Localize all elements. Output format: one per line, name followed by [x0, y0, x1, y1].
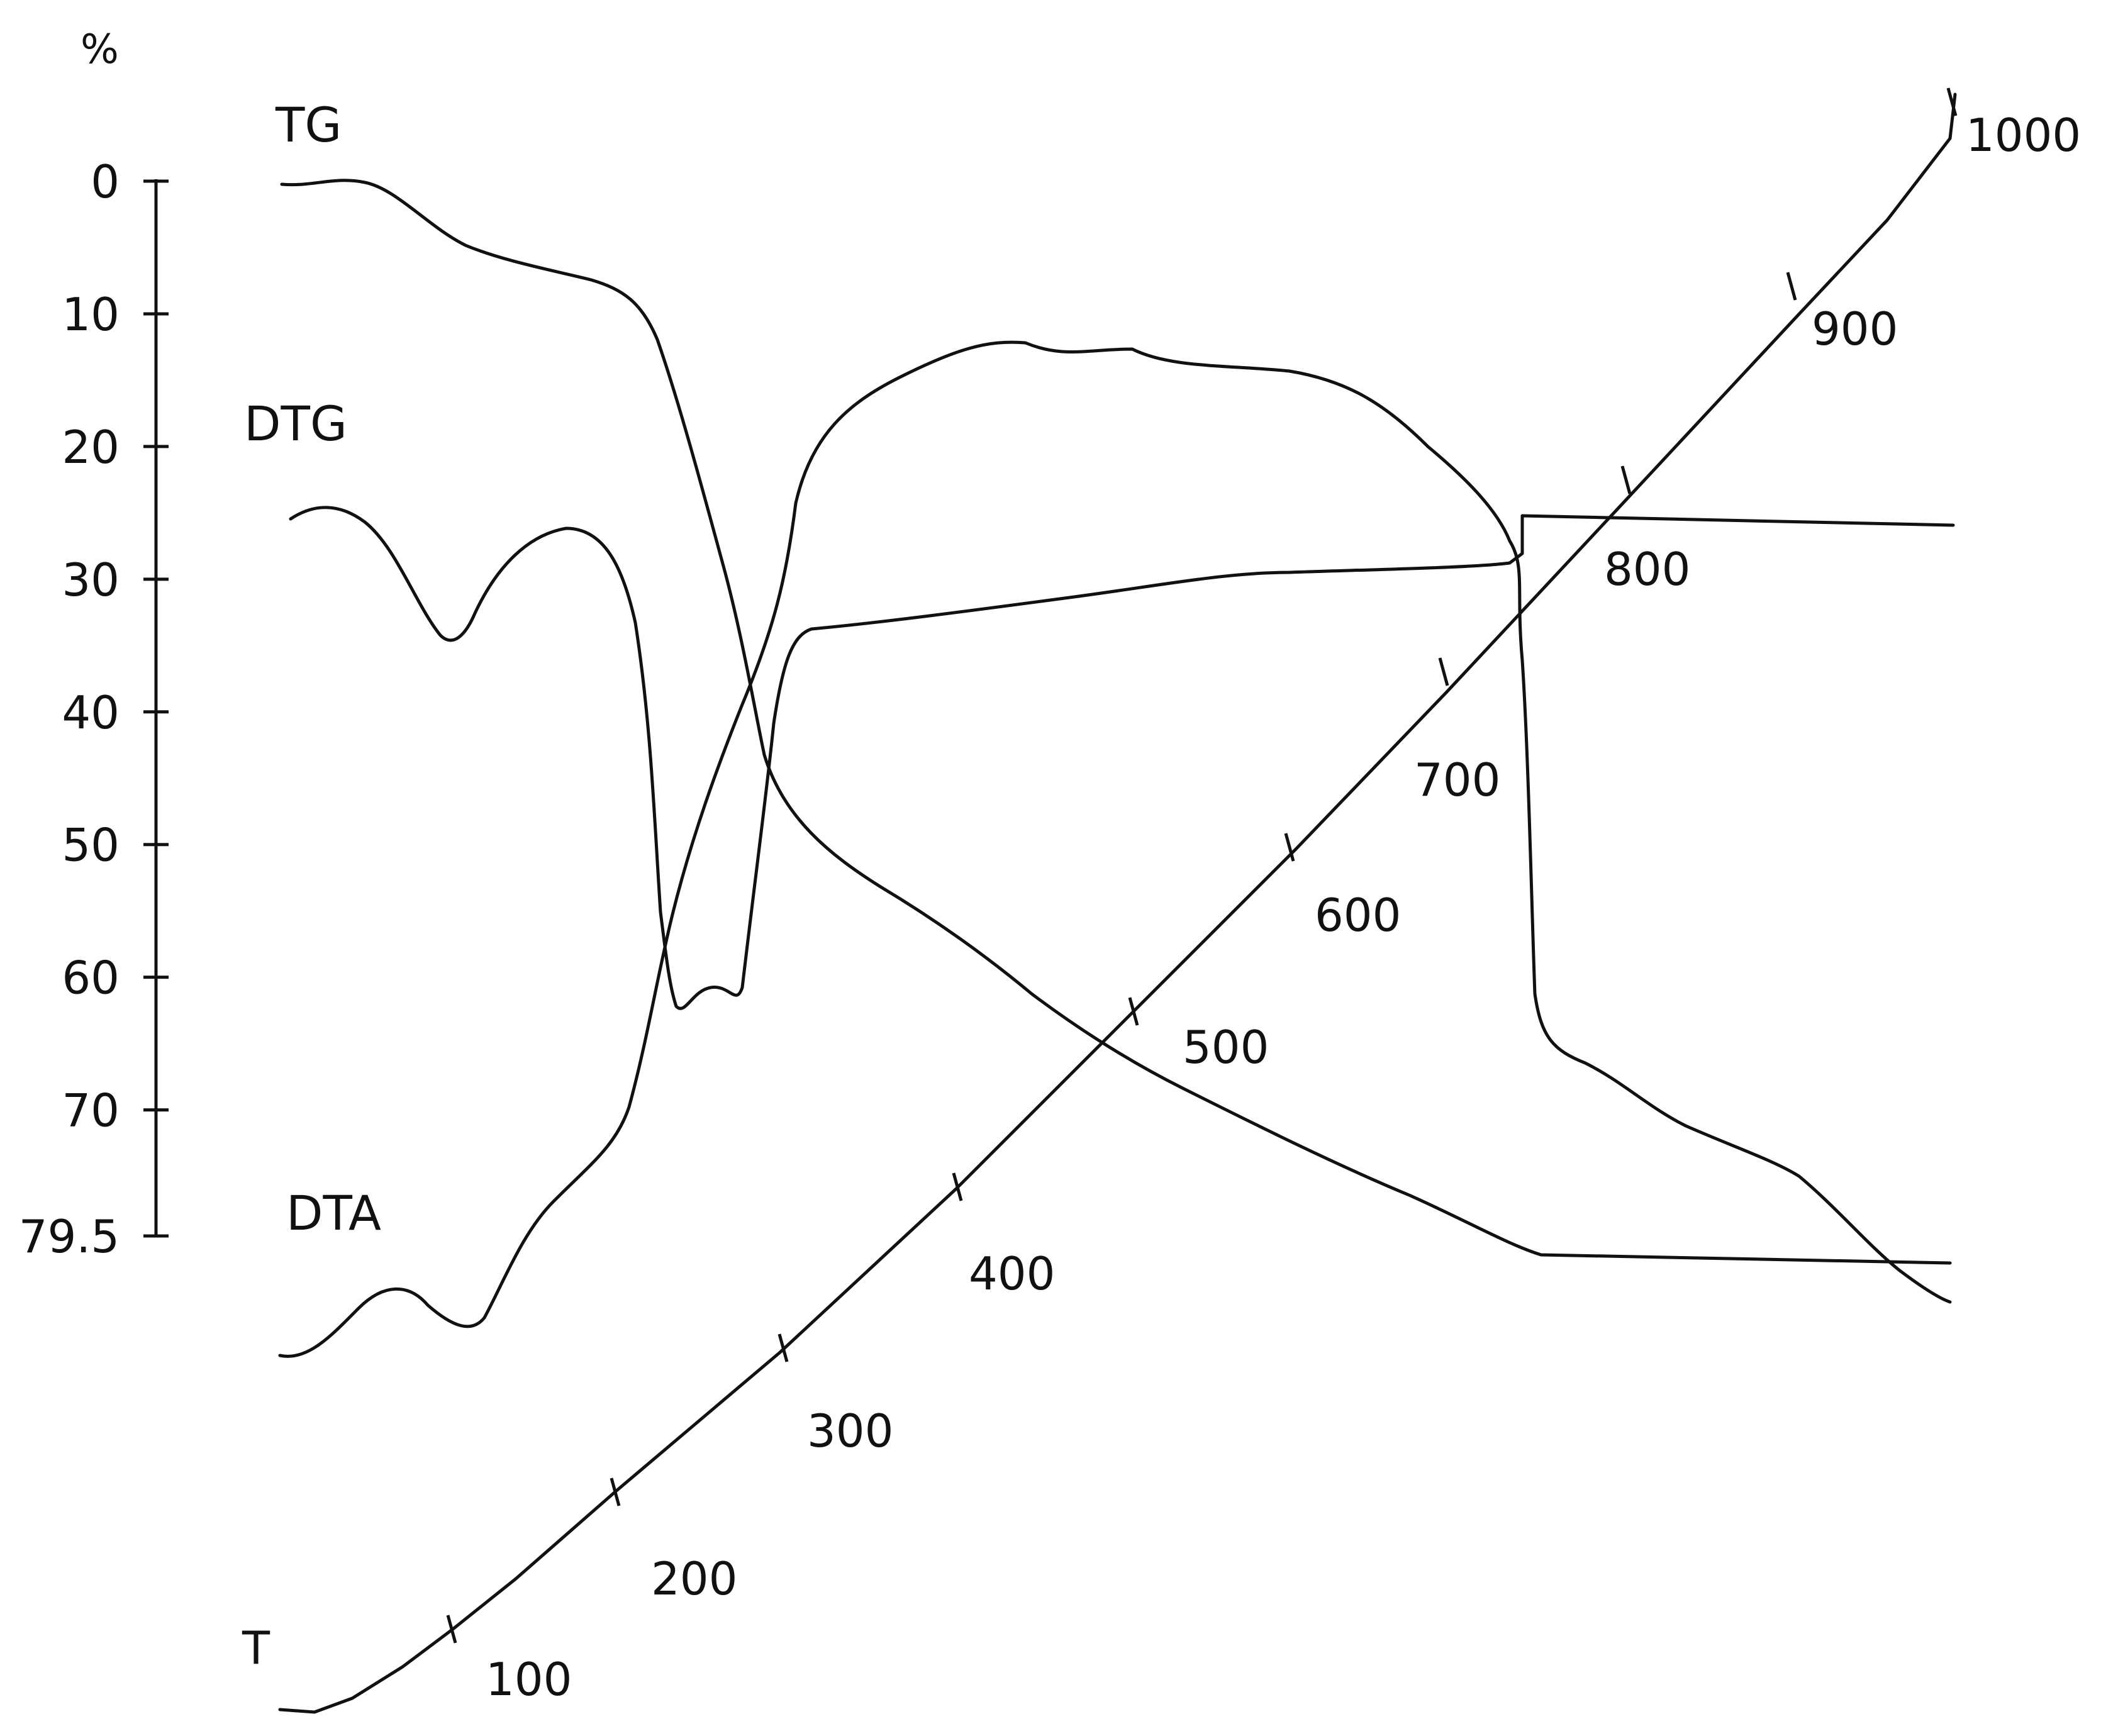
temperature-tick-mark — [1946, 87, 1958, 116]
temperature-tick-mark — [952, 1172, 963, 1201]
y-tick-label: 20 — [62, 421, 120, 474]
temperature-tick-label: 1000 — [1966, 109, 2081, 162]
percent-axis-ticks: 0 10 20 30 40 50 60 70 79.5 — [19, 155, 169, 1263]
temperature-ticks: 100 200 300 400 500 600 700 800 900 1000 — [446, 87, 2081, 1706]
y-tick-label: 79.5 — [19, 1210, 120, 1263]
temperature-tick-mark — [1128, 997, 1139, 1026]
temperature-tick-label: 300 — [807, 1405, 893, 1457]
series-label-tg: TG — [275, 97, 342, 153]
temperature-tick-label: 700 — [1414, 754, 1500, 806]
temperature-tick-mark — [446, 1615, 457, 1644]
y-tick-label: 10 — [62, 288, 120, 341]
y-tick-label: 0 — [91, 155, 120, 208]
temperature-tick-label: 200 — [651, 1552, 737, 1605]
temperature-tick-mark — [1438, 657, 1449, 686]
series-label-dtg: DTG — [244, 396, 347, 452]
temperature-tick-label: 600 — [1315, 889, 1401, 942]
series-label-dta: DTA — [286, 1185, 381, 1241]
temperature-curve — [278, 92, 1957, 1714]
tg-curve — [280, 179, 1952, 1265]
y-tick-label: 60 — [62, 952, 120, 1004]
temperature-tick-label: 800 — [1604, 543, 1690, 596]
temperature-label: T — [242, 1622, 270, 1674]
temperature-tick-label: 500 — [1183, 1021, 1269, 1074]
percent-axis: % 0 10 20 30 40 50 60 70 79.5 — [19, 26, 169, 1263]
temperature-tick-mark — [1620, 465, 1632, 494]
percent-axis-unit: % — [81, 26, 119, 73]
y-tick-label: 70 — [62, 1084, 120, 1137]
dtg-curve — [289, 506, 1955, 1010]
y-tick-label: 40 — [62, 686, 120, 739]
temperature-tick-mark — [610, 1477, 621, 1506]
temperature-tick-mark — [1786, 272, 1797, 301]
y-tick-label: 30 — [62, 554, 120, 606]
y-tick-label: 50 — [62, 819, 120, 872]
temperature-tick-label: 900 — [1812, 303, 1898, 355]
temperature-tick-label: 400 — [969, 1247, 1055, 1300]
dta-curve — [278, 340, 1952, 1358]
temperature-tick-mark — [777, 1333, 789, 1362]
temperature-tick-label: 100 — [486, 1653, 572, 1706]
temperature-tick-mark — [1284, 833, 1295, 862]
